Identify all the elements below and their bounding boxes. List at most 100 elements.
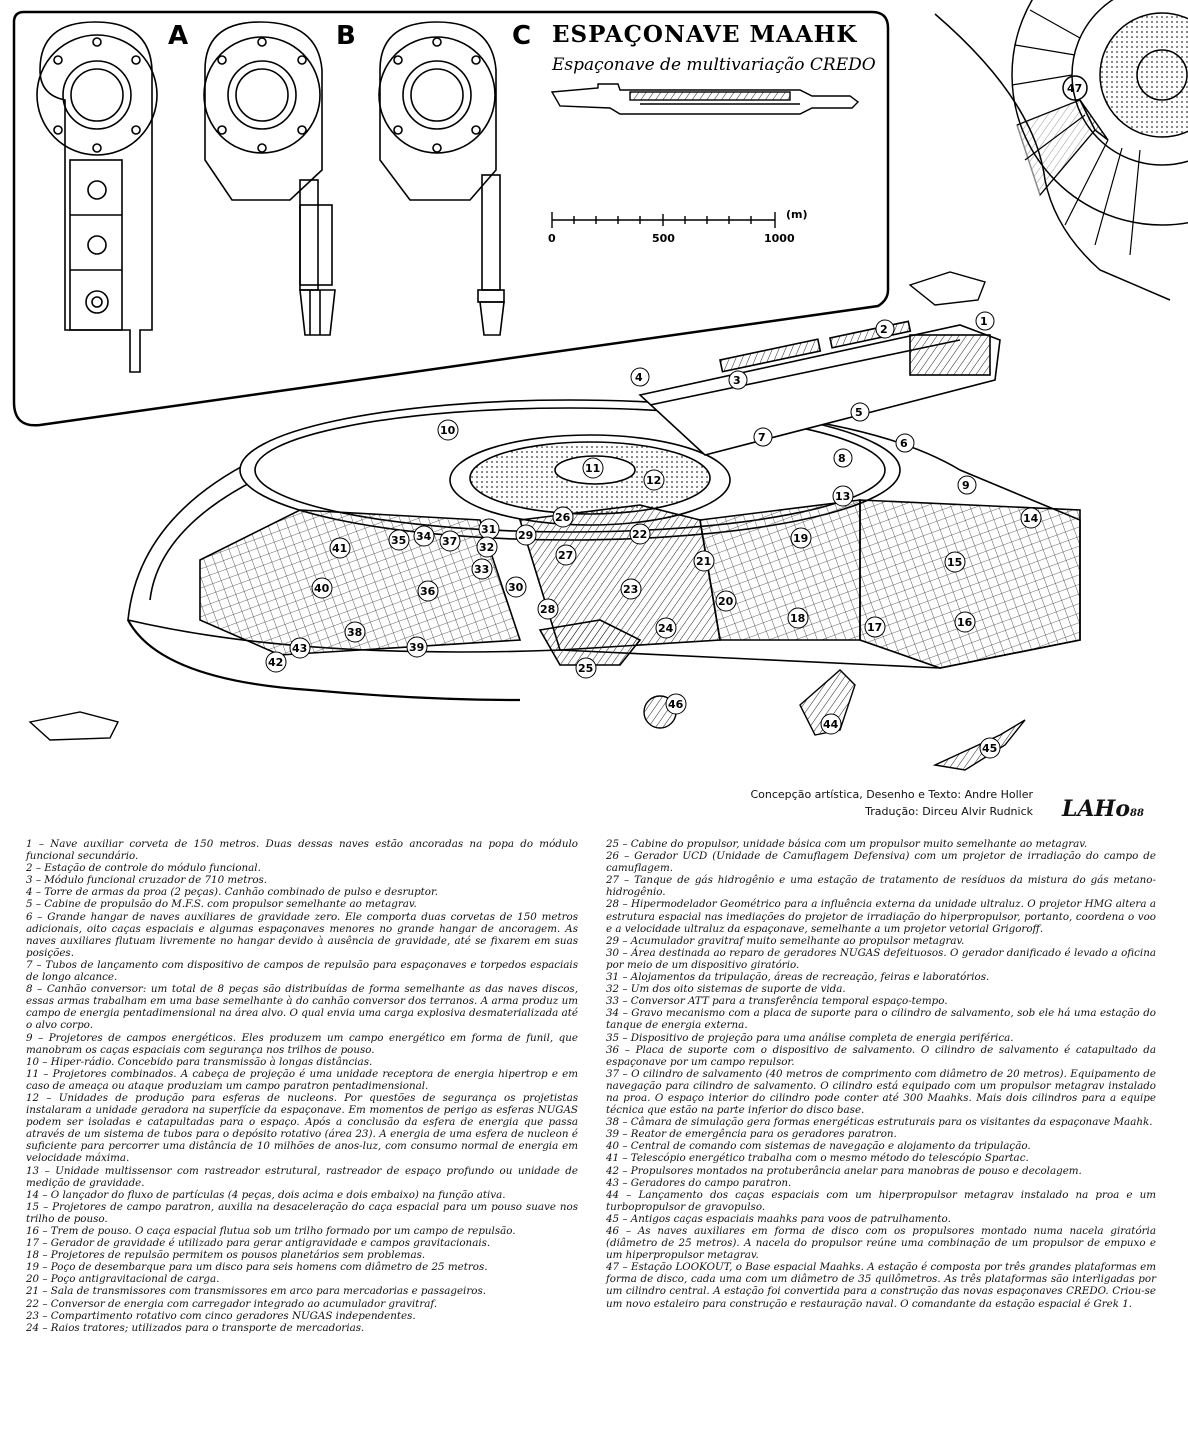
- callout-1: 1: [980, 315, 988, 328]
- view-label-b: B: [336, 21, 356, 51]
- callout-2: 2: [880, 323, 888, 336]
- credits-line-author: Concepção artística, Desenho e Texto: An…: [750, 788, 1033, 801]
- page-subtitle: Espaçonave de multivariação CREDO: [551, 55, 876, 75]
- callout-27: 27: [558, 549, 573, 562]
- callout-4: 4: [635, 371, 643, 384]
- callout-26: 26: [555, 511, 571, 524]
- callout-43: 43: [292, 642, 307, 655]
- side-profile: [550, 83, 860, 115]
- callout-40: 40: [314, 582, 330, 595]
- view-a: [36, 21, 158, 373]
- legend-item: 9 – Projetores de campos energéticos. El…: [26, 1031, 578, 1056]
- callout-10: 10: [440, 424, 456, 437]
- callout-14: 14: [1023, 512, 1039, 525]
- legend-item: 11 – Projetores combinados. A cabeça de …: [26, 1067, 578, 1092]
- callout-15: 15: [947, 556, 962, 569]
- view-label-c: C: [512, 21, 531, 51]
- legend-item: 27 – Tanque de gás hidrogênio e uma esta…: [606, 874, 1156, 899]
- legend-item: 44 – Lançamento dos caças espaciais com …: [606, 1188, 1156, 1213]
- legend-item: 26 – Gerador UCD (Unidade de Camuflagem …: [606, 850, 1156, 875]
- legend-item: 1 – Nave auxiliar corveta de 150 metros.…: [26, 838, 578, 863]
- callout-21: 21: [696, 555, 711, 568]
- legend-item: 5 – Cabine de propulsão do M.F.S. com pr…: [26, 898, 417, 911]
- callout-41: 41: [332, 542, 347, 555]
- callout-45: 45: [982, 742, 997, 755]
- legend-item: 10 – Hiper-rádio. Concebido para transmi…: [26, 1055, 373, 1068]
- callout-31: 31: [481, 523, 496, 536]
- callout-39: 39: [409, 641, 424, 654]
- legend-item: 18 – Projetores de repulsão permitem os …: [26, 1249, 426, 1262]
- view-b: [203, 21, 336, 336]
- legend-item: 8 – Canhão conversor: um total de 8 peça…: [26, 983, 578, 1032]
- callout-19: 19: [793, 532, 808, 545]
- callout-17: 17: [867, 621, 882, 634]
- legend-item: 12 – Unidades de produção para esferas d…: [26, 1091, 578, 1165]
- scale-bar: [551, 212, 776, 228]
- callout-13: 13: [835, 490, 850, 503]
- callout-11: 11: [585, 462, 600, 475]
- legend-item: 4 – Torre de armas da proa (2 peças). Ca…: [26, 886, 439, 899]
- callout-35: 35: [391, 534, 406, 547]
- legend-item: 38 – Câmara de simulação gera formas ene…: [606, 1116, 1153, 1129]
- views-panel: [12, 10, 890, 427]
- legend-item: 15 – Projetores de campo paratron, auxil…: [26, 1200, 578, 1225]
- legend-item: 2 – Estação de controle do módulo funcio…: [26, 862, 261, 875]
- callout-12: 12: [646, 474, 661, 487]
- callout-46: 46: [668, 698, 684, 711]
- main-ship: [127, 320, 1081, 702]
- legend-item: 20 – Poço antigravitacional de carga.: [26, 1273, 220, 1286]
- callout-9: 9: [962, 479, 970, 492]
- callout-47: 47: [1067, 82, 1082, 95]
- callout-36: 36: [420, 585, 436, 598]
- legend-item: 21 – Sala de transmissores com transmiss…: [26, 1285, 487, 1298]
- legend-item: 22 – Conversor de energia com carregador…: [26, 1297, 438, 1310]
- callout-32: 32: [479, 541, 494, 554]
- callout-8: 8: [838, 452, 846, 465]
- legend-item: 7 – Tubos de lançamento com dispositivo …: [26, 958, 578, 984]
- legend-item: 3 – Módulo funcional cruzador de 710 met…: [26, 874, 268, 887]
- legend-item: 40 – Central de comando com sistemas de …: [606, 1140, 1031, 1153]
- scale-tick-500: 500: [652, 232, 675, 245]
- legend-item: 6 – Grande hangar de naves auxiliares de…: [26, 910, 578, 959]
- legend-item: 24 – Raios tratores; utilizados para o t…: [26, 1321, 365, 1334]
- callouts: 1 2 3 4 5 6 7 8 9 10 11 12 13 14 15 16 1…: [265, 311, 1042, 759]
- callout-42: 42: [268, 656, 283, 669]
- callout-7: 7: [758, 431, 766, 444]
- callout-5: 5: [855, 406, 863, 419]
- legend-item: 31 – Alojamentos da tripulação, áreas de…: [606, 971, 990, 984]
- callout-18: 18: [790, 612, 805, 625]
- legend-left-column: 1 – Nave auxiliar corveta de 150 metros.…: [26, 838, 578, 1334]
- legend-item: 34 – Gravo mecanismo com a placa de supo…: [606, 1007, 1156, 1032]
- legend-item: 16 – Trem de pouso. O caça espacial flut…: [26, 1225, 516, 1237]
- callout-22: 22: [632, 528, 647, 541]
- legend-item: 47 – Estação LOOKOUT, o Base espacial Ma…: [606, 1261, 1156, 1310]
- legend-item: 46 – As naves auxiliares em forma de dis…: [606, 1225, 1156, 1262]
- callout-23: 23: [623, 583, 638, 596]
- callout-29: 29: [518, 529, 533, 542]
- callout-34: 34: [416, 530, 432, 543]
- artist-signature: LAHo88: [1062, 796, 1144, 822]
- legend-item: 14 – O lançador do fluxo de partículas (…: [26, 1188, 506, 1201]
- callout-38: 38: [347, 626, 362, 639]
- legend-item: 45 – Antigos caças espaciais maahks para…: [606, 1212, 951, 1225]
- legend-item: 39 – Reator de emergência para os gerado…: [606, 1128, 897, 1141]
- legend-item: 32 – Um dos oito sistemas de suporte de …: [606, 983, 846, 996]
- callout-30: 30: [508, 581, 524, 594]
- view-label-a: A: [168, 21, 188, 51]
- legend-item: 43 – Geradores do campo paratron.: [606, 1176, 792, 1189]
- legend-right-column: 25 – Cabine do propulsor, unidade básica…: [606, 838, 1156, 1310]
- callout-3: 3: [733, 374, 741, 387]
- callout-37: 37: [442, 535, 457, 548]
- legend-item: 17 – Gerador de gravidade é utilizado pa…: [26, 1237, 491, 1250]
- legend-item: 28 – Hipermodelador Geométrico para a in…: [606, 898, 1156, 935]
- legend-item: 37 – O cilindro de salvamento (40 metros…: [606, 1067, 1156, 1117]
- credits-line-translation: Tradução: Dirceu Alvir Rudnick: [865, 805, 1033, 818]
- scale-tick-0: 0: [548, 232, 556, 245]
- page-title: ESPAÇONAVE MAAHK: [552, 21, 857, 48]
- ship-illustration: A B C ESPAÇONAVE MAAHK Espaçonave de mul…: [12, 0, 1188, 771]
- callout-25: 25: [578, 662, 593, 675]
- legend-item: 36 – Placa de suporte com o dispositivo …: [606, 1043, 1156, 1068]
- auxiliary-craft: [28, 271, 1026, 771]
- legend-item: 13 – Unidade multissensor com rastreador…: [26, 1164, 578, 1189]
- scale-tick-1000: 1000: [764, 232, 795, 245]
